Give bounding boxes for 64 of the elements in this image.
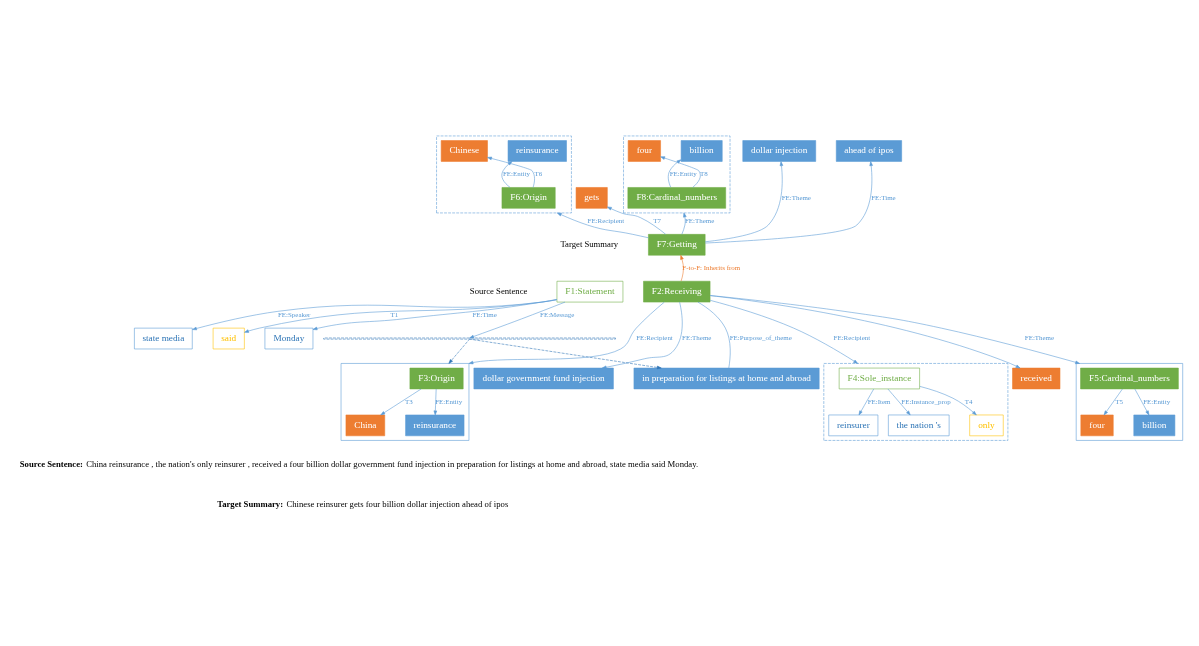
- arrow: [469, 301, 566, 338]
- arrow: [705, 160, 873, 243]
- node-box: reinsurance: [405, 414, 465, 436]
- label: Source Sentence: China reinsurance , the nation's only reinsurer , received a four billion dollar government fund injection in preparation for listings at home and abroad, state media said Monday.: [19, 458, 699, 469]
- arrow: [607, 206, 666, 235]
- connector: [697, 301, 731, 368]
- node-box: billion: [680, 139, 723, 162]
- node-box: ahead of ipos: [835, 139, 902, 162]
- node-box: state media: [134, 327, 193, 349]
- node-box: four: [1080, 414, 1114, 436]
- node-box: F1:Statement: [556, 280, 624, 302]
- arrow: [667, 159, 682, 187]
- node-box: the nation 's: [888, 414, 950, 436]
- node-bar: [323, 337, 616, 339]
- arrow: [680, 254, 684, 281]
- node-box: F6:Origin: [501, 186, 556, 209]
- arrow: [887, 388, 911, 415]
- label: Target Summary: [560, 238, 619, 249]
- arrow: [468, 301, 665, 364]
- cluster: [340, 362, 470, 441]
- arrow: [501, 160, 513, 188]
- label: Target Summary: Chinese reinsurer gets four billion dollar injection ahead of ipos: [217, 498, 509, 509]
- arrow: [681, 212, 687, 235]
- node-box: F5:Cardinal_numbers: [1080, 367, 1179, 389]
- arrow: [601, 301, 683, 369]
- node-box: received: [1012, 367, 1061, 389]
- arrow: [469, 338, 662, 369]
- arrow: [1103, 388, 1123, 415]
- node-box: Chinese: [440, 139, 488, 162]
- node-box: billion: [1133, 414, 1176, 436]
- arrow: [710, 299, 858, 364]
- arrow: [244, 298, 557, 333]
- node-box: F7:Getting: [648, 233, 706, 255]
- node-box: dollar injection: [742, 139, 816, 162]
- node-box: F8:Cardinal_numbers: [627, 186, 726, 209]
- arrow: [487, 156, 535, 188]
- arrow: [448, 338, 470, 364]
- node-box: gets: [575, 186, 608, 209]
- arrow: [704, 160, 784, 242]
- arrow: [433, 388, 438, 415]
- node-box: four: [627, 139, 661, 162]
- node-box: F2:Receiving: [643, 280, 711, 302]
- node-box: F3:Origin: [409, 367, 464, 389]
- node-box: F4:Sole_instance: [838, 367, 920, 389]
- node-box: reinsurer: [828, 414, 879, 436]
- arrow: [312, 298, 558, 330]
- arrow: [192, 299, 557, 330]
- node-box: Monday: [264, 327, 314, 349]
- arrow: [660, 155, 701, 188]
- label: Source Sentence: [469, 285, 528, 296]
- cluster: [623, 135, 731, 213]
- node-box: only: [969, 414, 1004, 436]
- arrow: [1134, 388, 1150, 415]
- arrow: [380, 388, 422, 415]
- node-box: China: [345, 414, 386, 436]
- cluster: [436, 135, 572, 213]
- arrow: [919, 385, 977, 415]
- arrow: [709, 294, 1080, 364]
- arrow: [557, 212, 649, 238]
- arrow: [858, 388, 874, 415]
- arrow: [710, 294, 1021, 368]
- cluster: [823, 362, 1009, 441]
- node-box: reinsurance: [507, 139, 567, 162]
- node-box: said: [212, 327, 245, 349]
